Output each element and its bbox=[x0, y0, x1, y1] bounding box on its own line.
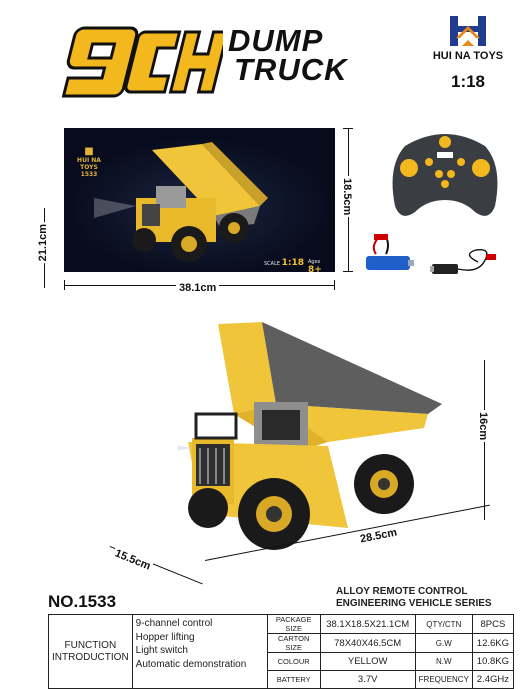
battery-icon bbox=[366, 234, 414, 270]
box-age-label: Ages bbox=[308, 259, 321, 265]
brand-name: HUI NA TOYS bbox=[432, 50, 504, 62]
dim-tick-box-width-right bbox=[334, 280, 335, 290]
spec-row: CARTON SIZE 78X40X46.5CM G.W 12.6KG bbox=[49, 633, 514, 653]
box-truck-image bbox=[64, 128, 335, 272]
box-age: Ages 8+ bbox=[308, 259, 335, 272]
box-brand: ■ HUI NA TOYS 1533 bbox=[72, 146, 106, 178]
spec-table: FUNCTION INTRODUCTION 9-channel control … bbox=[48, 614, 514, 689]
function-item: Light switch bbox=[135, 645, 188, 656]
spec-key: CARTON SIZE bbox=[266, 633, 321, 653]
spec-key: BATTERY bbox=[266, 670, 321, 689]
spec-row: FUNCTION INTRODUCTION 9-channel control … bbox=[48, 614, 514, 689]
dim-tick-box-height-top bbox=[343, 128, 353, 129]
spec-key2: N.W bbox=[414, 652, 473, 671]
function-label-line1: FUNCTION bbox=[64, 639, 117, 651]
truck-image bbox=[178, 322, 442, 550]
function-item: Hopper lifting bbox=[135, 631, 195, 643]
hui-na-house-icon bbox=[450, 16, 486, 46]
dim-truck-width: 15.5cm bbox=[111, 546, 155, 574]
model-number: NO.1533 bbox=[48, 592, 117, 611]
title-line2: TRUCK bbox=[234, 52, 348, 87]
spec-value: YELLOW bbox=[319, 652, 416, 671]
series-subtitle: ALLOY REMOTE CONTROL ENGINEERING VEHICLE… bbox=[336, 586, 492, 610]
box-scale-value: 1:18 bbox=[281, 258, 305, 268]
usb-cable-icon bbox=[430, 248, 496, 274]
dim-box-depth: 21.1cm bbox=[37, 222, 49, 264]
spec-key2: QTY/CTN bbox=[414, 614, 473, 634]
function-header: FUNCTION INTRODUCTION bbox=[48, 614, 133, 689]
box-scale: SCALE 1:18 bbox=[264, 258, 304, 268]
function-item: Automatic demonstration bbox=[135, 658, 247, 670]
box-brand-name: HUI NA TOYS bbox=[77, 157, 101, 171]
function-label-line2: INTRODUCTION bbox=[52, 651, 129, 663]
box-age-value: 8+ bbox=[308, 265, 322, 272]
spec-key: COLOUR bbox=[266, 652, 321, 671]
spec-value: 78X40X46.5CM bbox=[319, 633, 416, 653]
spec-key: PACKAGE SIZE bbox=[266, 614, 321, 634]
spec-value2: 12.6KG bbox=[471, 633, 514, 653]
series-line2: ENGINEERING VEHICLE SERIES bbox=[336, 598, 492, 609]
box-brand-mark-icon: ■ bbox=[84, 146, 94, 157]
box-scale-label: SCALE bbox=[264, 261, 281, 267]
remote-controller-icon bbox=[392, 134, 498, 216]
spec-key2: G.W bbox=[414, 633, 473, 653]
function-list: 9-channel control Hopper lifting Light s… bbox=[131, 614, 268, 689]
title: DUMP TRUCK bbox=[228, 23, 348, 87]
spec-value: 38.1X18.5X21.1CM bbox=[319, 614, 416, 634]
series-line1: ALLOY REMOTE CONTROL bbox=[336, 586, 468, 597]
spec-value2: 2.4GHz bbox=[471, 670, 514, 689]
spec-value2: 10.8KG bbox=[471, 652, 514, 671]
dim-truck-height: 16cm bbox=[477, 410, 489, 443]
dim-box-height: 18.5cm bbox=[341, 176, 353, 218]
box-model: 1533 bbox=[80, 171, 98, 178]
spec-value2: 8PCS bbox=[471, 614, 514, 634]
dim-tick-box-height-bottom bbox=[343, 271, 353, 272]
function-item: 9-channel control bbox=[135, 618, 213, 629]
dim-tick-box-width-left bbox=[64, 280, 65, 290]
dim-box-width: 38.1cm bbox=[176, 282, 220, 294]
spec-row: COLOUR YELLOW N.W 10.8KG bbox=[49, 652, 514, 671]
spec-key2: FREQUENCY bbox=[414, 670, 473, 689]
spec-value: 3.7V bbox=[319, 670, 416, 689]
logo-9ch bbox=[48, 22, 230, 110]
logo-9ch-graphic bbox=[61, 26, 230, 98]
box-photo: ■ HUI NA TOYS 1533 SCALE 1:18 Ages 8+ bbox=[64, 128, 335, 272]
brand-scale: 1:18 bbox=[450, 72, 486, 91]
spec-row: BATTERY 3.7V FREQUENCY 2.4GHz bbox=[49, 670, 514, 689]
brand-block: HUI NA TOYS 1:18 bbox=[428, 14, 508, 92]
title-line1: DUMP bbox=[228, 23, 324, 58]
